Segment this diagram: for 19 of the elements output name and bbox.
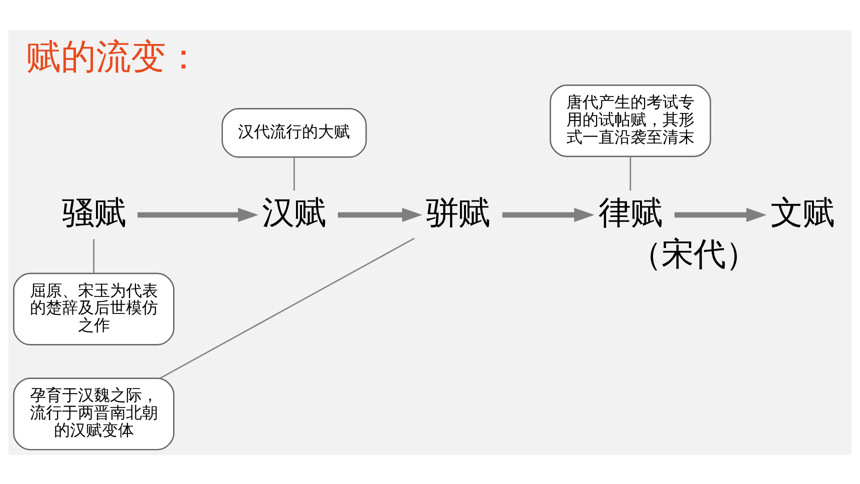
node-text: 文赋	[770, 192, 835, 231]
connector	[93, 238, 94, 273]
node-text: 骈赋	[426, 192, 490, 231]
node-text: 骚赋	[62, 192, 126, 231]
node-text: 律赋	[598, 192, 662, 231]
arrow	[338, 207, 422, 222]
connector	[630, 156, 632, 190]
connector	[160, 237, 415, 378]
node-label: （宋代）	[630, 234, 758, 272]
node-box: 屈原、宋玉为代表的楚辞及后世模仿之作	[13, 272, 174, 345]
node-box: 唐代产生的考试专用的试帖赋，其形式一直沿袭至清末	[550, 84, 712, 157]
diagram-title: 赋的流变：	[26, 37, 201, 78]
node-box: 孕育于汉魏之际，流行于两晋南北朝的汉赋变体	[13, 377, 174, 450]
arrow	[502, 207, 594, 222]
node-text: 汉赋	[262, 192, 326, 231]
arrow	[138, 207, 258, 222]
arrow	[674, 207, 767, 222]
node-box: 汉代流行的大赋	[222, 108, 367, 158]
connector	[293, 156, 295, 190]
